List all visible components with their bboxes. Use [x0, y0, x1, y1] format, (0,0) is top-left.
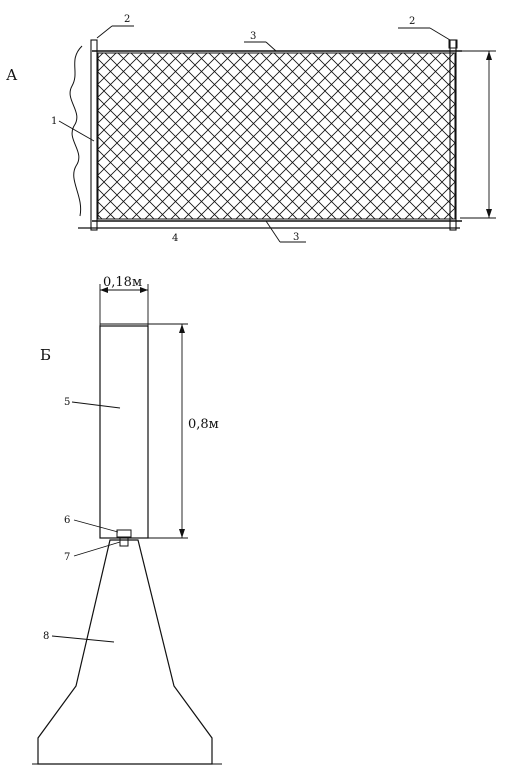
- width-dimension: [99, 284, 149, 326]
- leaders-a: [58, 25, 451, 243]
- mesh-frame: [97, 52, 456, 220]
- callout-3-bottom: 3: [293, 232, 299, 243]
- leaders-b: [51, 401, 121, 643]
- callout-6: 6: [64, 515, 70, 526]
- section-label-b: Б: [40, 346, 51, 364]
- view-b: Б 0,18м 0,8м: [32, 275, 222, 765]
- callout-4: 4: [172, 233, 178, 244]
- callout-8: 8: [43, 631, 49, 642]
- height-dimension-b: [148, 323, 188, 539]
- callout-7: 7: [64, 552, 70, 563]
- callout-1: 1: [51, 116, 57, 127]
- view-a: А: [6, 14, 496, 244]
- break-line: [69, 45, 83, 217]
- height-dimension-a: [460, 50, 496, 219]
- chain-link-mesh: [98, 53, 455, 219]
- callout-2-right: 2: [409, 16, 415, 27]
- base-plate: [116, 529, 132, 538]
- section-label-a: А: [6, 66, 18, 84]
- width-label: 0,18м: [103, 275, 142, 290]
- callout-3-top: 3: [250, 31, 256, 42]
- callout-2-left: 2: [124, 14, 130, 25]
- height-label: 0,8м: [188, 417, 219, 432]
- anchor-bolt: [119, 538, 129, 547]
- right-post-cap: [448, 39, 458, 49]
- coping-block: [99, 325, 149, 539]
- foundation: [37, 539, 213, 765]
- callout-5: 5: [64, 397, 70, 408]
- left-post: [90, 39, 98, 231]
